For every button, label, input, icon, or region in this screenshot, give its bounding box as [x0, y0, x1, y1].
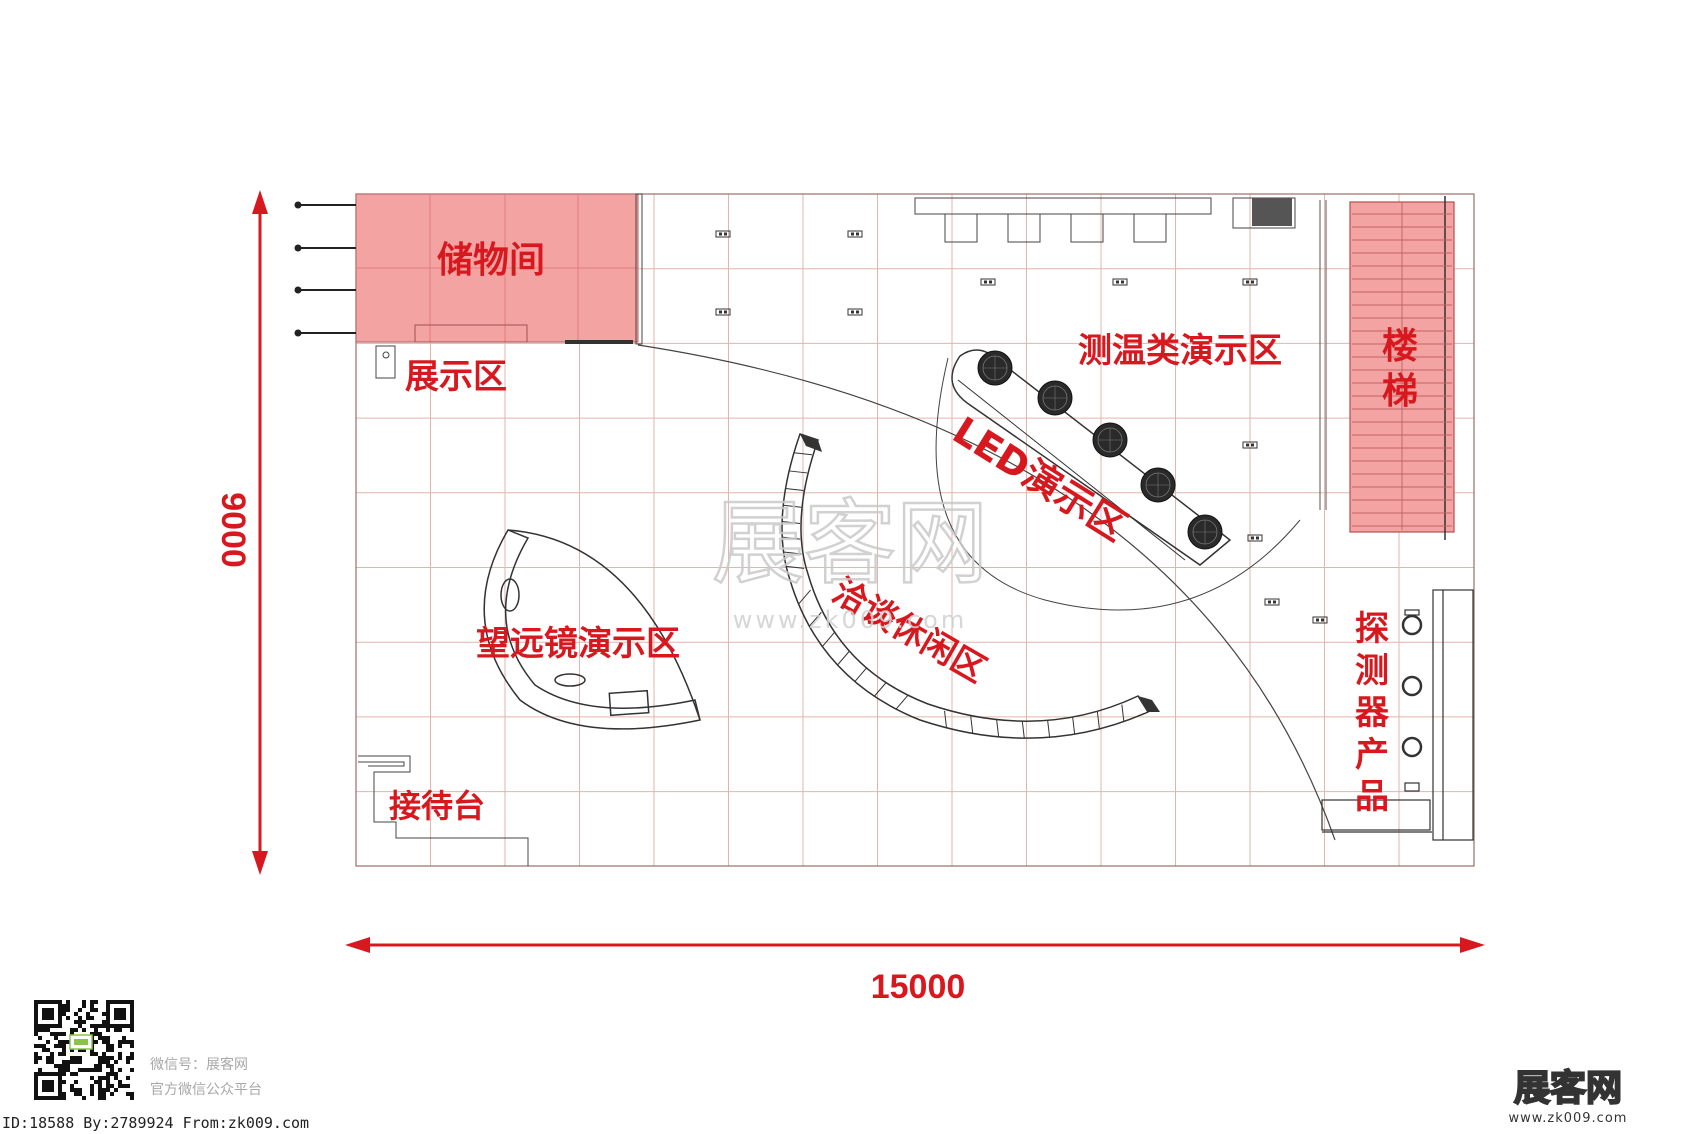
led-lamps [977, 350, 1223, 550]
display-counter [375, 345, 396, 379]
footer-id-line: ID:18588 By:2789924 From:zk009.com [2, 1114, 309, 1132]
bench-slat [854, 667, 868, 682]
zone-label-detector-char: 测 [1355, 651, 1389, 691]
zone-label-storage: 储物间 [437, 240, 545, 281]
wechat-platform-caption: 官方微信公众平台 [150, 1082, 262, 1098]
lounge-bench-slats [782, 452, 1125, 739]
floor-outline [355, 193, 1475, 867]
zone-label-detector-char: 品 [1355, 777, 1389, 817]
detector-products-wall [1321, 589, 1474, 841]
ceiling-light-icon [1112, 278, 1128, 286]
ceiling-light-icon [1247, 534, 1263, 542]
qr-finder-pattern [34, 1000, 62, 1028]
zone-label-stairs-1: 楼 [1382, 326, 1418, 367]
bench-slat [944, 710, 948, 728]
bench-slat [873, 681, 887, 697]
display-spot [382, 351, 390, 359]
ceiling-light-icon [980, 278, 996, 286]
bench-slat [782, 536, 801, 540]
qr-finder-pattern [34, 1072, 62, 1100]
led-zone-arc [935, 357, 1301, 611]
ceiling-lights [715, 230, 1328, 624]
bench-slat [1021, 721, 1025, 739]
led-globe-icon [1037, 380, 1073, 416]
bench-slat [1072, 717, 1076, 735]
bench-slat [1121, 704, 1125, 722]
led-globe-icon [977, 350, 1013, 386]
bench-slat [996, 719, 1000, 737]
qr-finder-pattern [106, 1000, 134, 1028]
lounge-bench-end-top [800, 434, 822, 452]
led-globe-icon [1092, 422, 1128, 458]
ceiling-light-icon [1312, 616, 1328, 624]
top-display-counter [914, 197, 1296, 243]
zone-label-telescope-demo: 望远镜演示区 [476, 624, 680, 664]
storage-room [355, 193, 643, 345]
top-vent-grille [1252, 198, 1292, 226]
bench-slat [808, 611, 822, 627]
qr-code [32, 998, 136, 1102]
bench-slat [821, 632, 835, 647]
watermark-url: www.zk009.com [733, 606, 968, 634]
bench-slat [798, 589, 811, 605]
brand-logo-url: www.zk009.com [1509, 1111, 1628, 1126]
zone-label-detector-char: 器 [1355, 693, 1390, 733]
stairs [1319, 196, 1455, 540]
bench-slat [786, 565, 805, 569]
led-globe-icon [1187, 514, 1223, 550]
bench-slat [785, 487, 804, 491]
bench-slat [970, 716, 974, 734]
bench-slat [1047, 720, 1051, 738]
zone-label-reception: 接待台 [389, 787, 485, 825]
lounge-bench [781, 433, 1150, 739]
bench-slat [1096, 711, 1100, 730]
ceiling-light-icon [847, 230, 863, 238]
ceiling-light-icon [715, 308, 731, 316]
width-dimension: 15000 [345, 937, 1485, 1006]
utility-pipes [294, 201, 356, 337]
ceiling-light-icon [1264, 598, 1280, 606]
zone-divider-arc [637, 344, 1336, 841]
width-dimension-label: 15000 [871, 968, 966, 1006]
bench-slat [783, 504, 802, 508]
ceiling-light-icon [1242, 441, 1258, 449]
wechat-id-caption: 微信号：展客网 [150, 1056, 248, 1073]
bench-slat [783, 551, 802, 555]
brand-logo-text: 展客网 [1514, 1067, 1622, 1109]
reception-desk [358, 755, 529, 866]
lounge-bench-end-bottom [1138, 696, 1160, 712]
qr-logo-icon [69, 1034, 93, 1050]
led-demo-counter [951, 349, 1232, 566]
height-dimension: 9000 [214, 190, 268, 875]
telescope-counter [483, 529, 701, 730]
zone-label-detector-char: 探 [1355, 609, 1389, 649]
bench-slat [789, 470, 808, 474]
zone-label-stairs-2: 梯 [1382, 371, 1418, 412]
bench-slat [793, 452, 813, 456]
watermark-brand: 展客网 [712, 490, 988, 597]
zone-label-display: 展示区 [405, 357, 507, 397]
ceiling-light-icon [847, 308, 863, 316]
led-globe-icon [1140, 467, 1176, 503]
zone-label-detector-char: 产 [1355, 735, 1389, 775]
bench-slat [782, 521, 801, 525]
zone-label-temperature-demo: 测温类演示区 [1078, 331, 1282, 371]
watermark-center: 展客网 www.zk009.com [711, 489, 990, 634]
bench-slat [895, 694, 909, 710]
ceiling-light-icon [1242, 278, 1258, 286]
ceiling-light-icon [715, 230, 731, 238]
height-dimension-label: 9000 [214, 492, 252, 568]
bench-slat [837, 650, 850, 666]
